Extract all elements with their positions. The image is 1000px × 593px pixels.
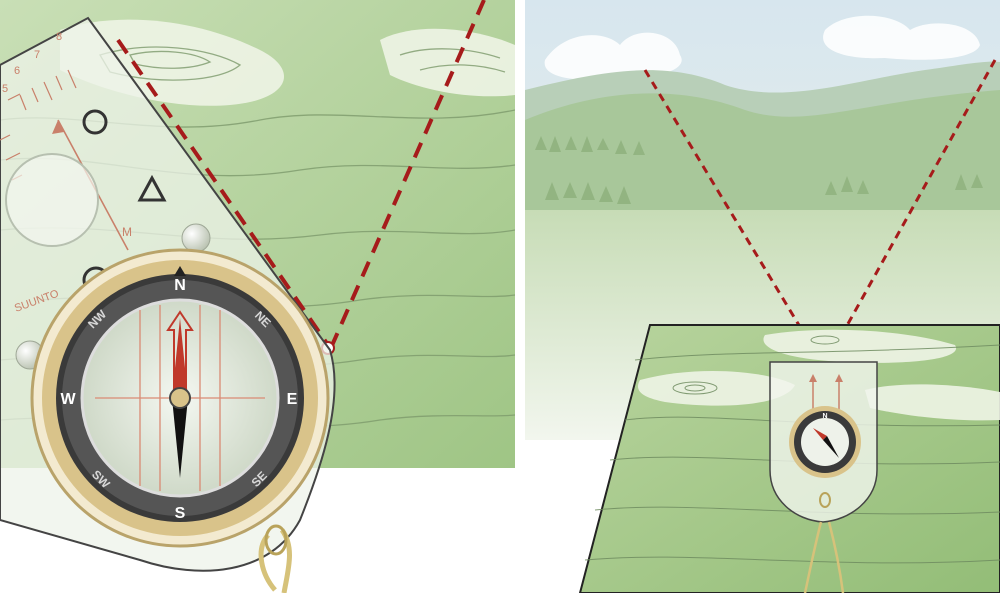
cloud (823, 15, 980, 60)
mountain-near (525, 90, 1000, 230)
scale-number-8: 8 (56, 31, 62, 43)
baseplate-foot (181, 223, 211, 253)
direction-arrow-head (52, 120, 64, 134)
map-highland-patch (380, 28, 515, 97)
scale-number-6: 6 (14, 65, 20, 77)
map-sheet-features (584, 329, 1000, 564)
template-triangle-icon (137, 174, 167, 202)
compass-housing: N S E W NE NW SE SW (30, 248, 330, 548)
small-lanyard-loop (819, 492, 831, 508)
cardinal-west-label: W (60, 391, 76, 408)
lanyard-loop (264, 524, 288, 556)
small-direction-arrow-head (809, 374, 817, 382)
ruler-scale (0, 69, 77, 181)
cardinal-east-label: E (287, 391, 298, 408)
cardinal-north-label: N (174, 277, 186, 294)
small-needle-south (823, 436, 839, 458)
needle-south-black (172, 398, 188, 478)
landscape-illustration: N (525, 0, 1000, 593)
sighting-line-right (823, 59, 997, 366)
baseplate-edge-line (116, 38, 330, 347)
compass-closeup-illustration: 8 7 6 5 SUUNTO M (0, 0, 515, 593)
template-circle-icon (82, 109, 108, 135)
small-direction-arrow-head (835, 374, 843, 382)
scale-number-5: 5 (2, 83, 8, 95)
needle-north-red (172, 318, 188, 398)
scale-number-7: 7 (34, 49, 40, 61)
magnifier-lens (5, 153, 99, 247)
sighting-line-left (643, 69, 825, 366)
small-needle-north (813, 428, 827, 440)
baseplate-marker-text: M (122, 225, 132, 239)
cloud (544, 32, 682, 80)
landscape-triangulation-panel: N (525, 0, 1000, 593)
index-mark (174, 266, 186, 276)
small-cardinal-north-label: N (822, 413, 827, 420)
bearing-line (328, 0, 486, 351)
needle-pivot (169, 387, 191, 409)
small-lanyard-cord (803, 521, 845, 593)
treeline (535, 136, 983, 204)
cardinal-south-label: S (175, 505, 186, 522)
compass-closeup-panel: 8 7 6 5 SUUNTO M (0, 0, 515, 593)
